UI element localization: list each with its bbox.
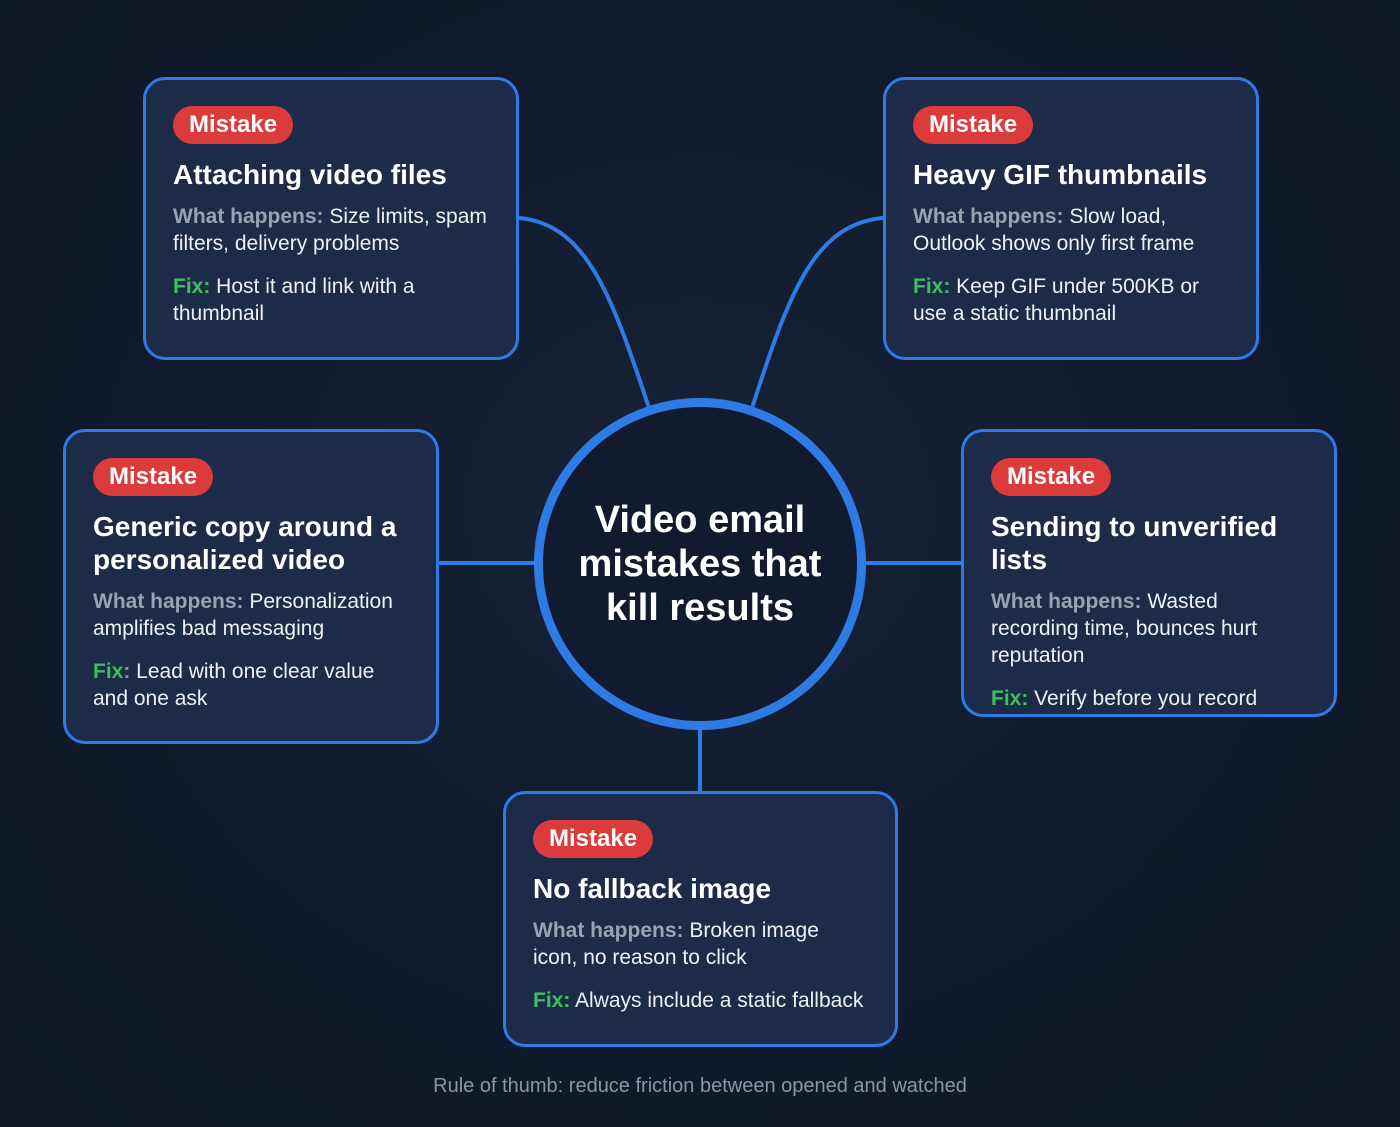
fix-text: Fix: Keep GIF under 500KB or use a stati… — [913, 275, 1199, 325]
fix-label: Fix: — [93, 660, 131, 683]
central-topic-title: Video email mistakes that kill results — [578, 499, 822, 629]
what-happens-text: What happens: Size limits, spam filters,… — [173, 205, 487, 255]
what-happens-label: What happens: — [93, 590, 244, 613]
what-happens-label: What happens: — [913, 205, 1064, 228]
footer-caption: Rule of thumb: reduce friction between o… — [433, 1075, 967, 1097]
mistake-badge: Mistake — [533, 820, 654, 858]
card-title: No fallback image — [533, 873, 772, 904]
what-happens-label: What happens: — [533, 919, 684, 942]
mistake-badge: Mistake — [93, 458, 214, 496]
card-title: Sending to unverified lists — [991, 511, 1278, 575]
what-happens-label: What happens: — [173, 205, 324, 228]
card-title: Attaching video files — [173, 159, 447, 190]
mistake-badge: Mistake — [173, 106, 294, 144]
fix-text: Fix: Verify before you record — [991, 687, 1258, 710]
mistake-card-generic-copy: Mistake Generic copy around a personaliz… — [63, 429, 439, 744]
central-topic-circle: Video email mistakes that kill results — [534, 398, 866, 730]
mistake-card-no-fallback: Mistake No fallback image What happens: … — [503, 791, 898, 1047]
fix-text: Fix: Host it and link with a thumbnail — [173, 275, 415, 325]
card-title: Heavy GIF thumbnails — [913, 159, 1208, 190]
connector-top-left — [518, 216, 650, 407]
mistake-badge: Mistake — [991, 458, 1112, 496]
mistake-badge: Mistake — [913, 106, 1034, 144]
fix-text: Fix: Lead with one clear value and one a… — [93, 660, 375, 710]
fix-label: Fix: — [913, 275, 951, 298]
mistake-card-heavy-gif: Mistake Heavy GIF thumbnails What happen… — [883, 77, 1259, 360]
mistake-card-attaching-video: Mistake Attaching video files What happe… — [143, 77, 519, 360]
mistake-card-unverified-lists: Mistake Sending to unverified lists What… — [961, 429, 1337, 717]
what-happens-text: What happens: Broken image icon, no reas… — [533, 919, 819, 969]
connector-top-right — [751, 216, 884, 407]
fix-text: Fix: Always include a static fallback — [533, 989, 864, 1012]
fix-label: Fix: — [991, 687, 1029, 710]
card-title: Generic copy around a personalized video — [93, 511, 397, 575]
fix-label: Fix: — [533, 989, 571, 1012]
what-happens-label: What happens: — [991, 590, 1142, 613]
what-happens-text: What happens: Wasted recording time, bou… — [991, 590, 1258, 667]
what-happens-text: What happens: Slow load, Outlook shows o… — [913, 205, 1195, 255]
what-happens-text: What happens: Personalization amplifies … — [93, 590, 393, 640]
fix-label: Fix: — [173, 275, 211, 298]
